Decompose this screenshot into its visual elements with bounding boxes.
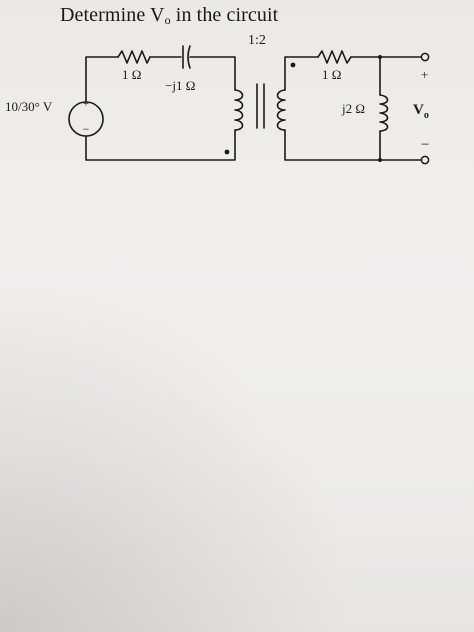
output-plus-sign: + [421, 67, 428, 82]
output-voltage-label: Vo [413, 102, 429, 121]
secondary-polarity-dot [290, 62, 296, 68]
source-minus-sign: − [83, 122, 90, 136]
secondary-wire-top [284, 56, 319, 91]
primary-resistor-label: 1 Ω [122, 67, 141, 82]
output-voltage-main: V [413, 102, 424, 118]
node-dot-bottom [378, 158, 382, 162]
output-voltage-sub: o [424, 110, 429, 121]
secondary-inductor-label: j2 Ω [341, 101, 365, 116]
secondary-resistor-label: 1 Ω [322, 67, 341, 82]
voltage-source [68, 101, 104, 137]
node-dot-top [378, 55, 382, 59]
primary-wire-top-left [85, 56, 119, 103]
output-terminal-top [420, 52, 430, 62]
primary-polarity-dot [224, 149, 230, 155]
primary-wire-right-bottom [85, 129, 236, 161]
primary-coil [234, 89, 244, 131]
title-suffix: in the circuit [170, 4, 279, 26]
output-terminal-bottom [420, 155, 430, 165]
source-plus-sign: + [83, 98, 89, 110]
title-subscript: o [164, 13, 171, 27]
primary-wire-top-right [189, 56, 236, 91]
primary-capacitor-plate-b [187, 45, 191, 69]
title-prefix: Determine V [60, 4, 165, 26]
secondary-resistor-zigzag [317, 50, 352, 64]
secondary-coil [276, 89, 286, 131]
shunt-inductor-coil [379, 94, 389, 132]
turns-ratio-label: 1:2 [248, 33, 266, 48]
primary-capacitor-label: −j1 Ω [165, 78, 195, 93]
output-minus-sign: − [421, 137, 429, 153]
secondary-wire-bottom [284, 129, 422, 161]
source-value-label: 10/30° V [5, 99, 53, 114]
primary-resistor-zigzag [117, 50, 151, 64]
problem-title: Determine Vo in the circuit [60, 4, 278, 28]
